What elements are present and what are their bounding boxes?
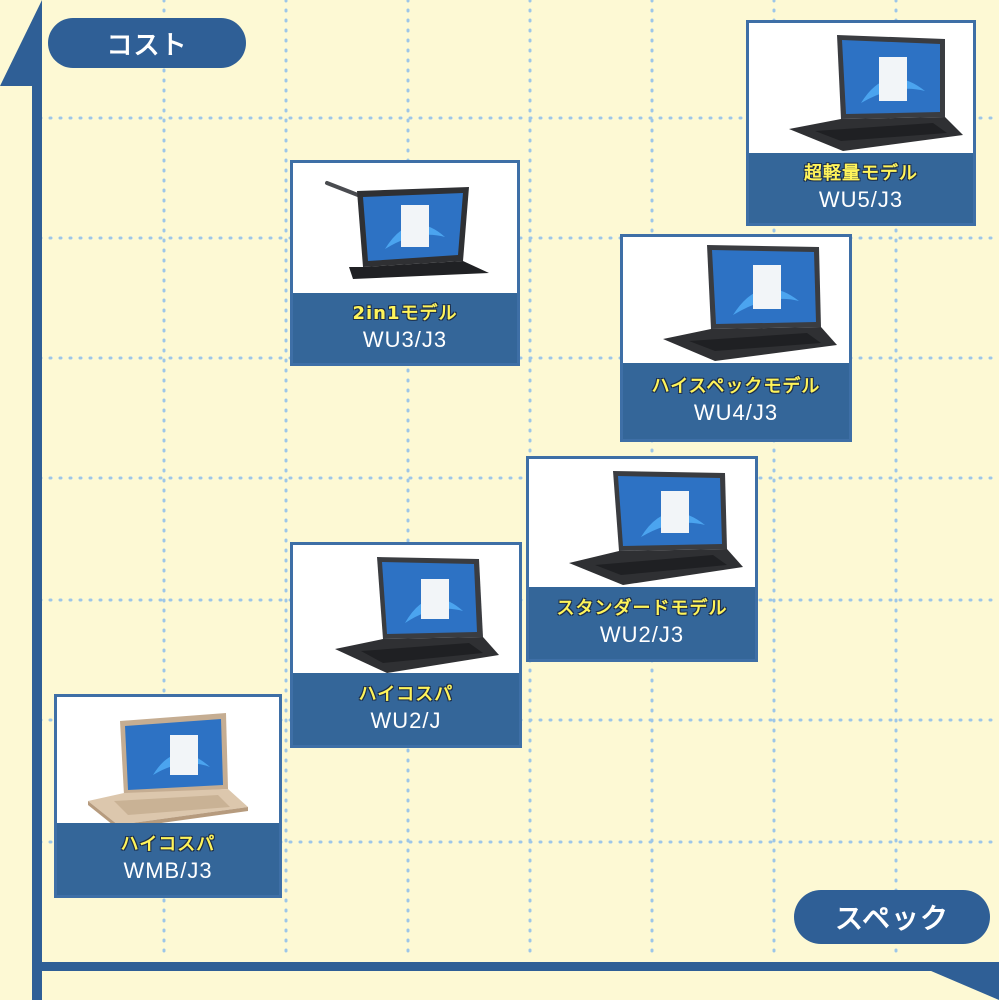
laptop-image: [293, 163, 517, 299]
laptop-black-icon: [335, 557, 499, 673]
laptop-image: [293, 545, 519, 679]
category-label: スタンダードモデル: [556, 598, 728, 619]
product-card-wmb-j3[interactable]: ハイコスパ WMB/J3: [54, 694, 282, 898]
model-name: WU3/J3: [362, 327, 448, 352]
category-label: 2in1モデル: [352, 303, 458, 324]
model-name: WMB/J3: [123, 858, 213, 883]
category-label: ハイコスパ: [358, 684, 454, 705]
product-card-wu3-j3[interactable]: 2in1モデル WU3/J3: [290, 160, 520, 366]
laptop-image: [623, 237, 849, 369]
category-label: ハイスペックモデル: [651, 376, 821, 397]
model-name: WU2/J: [370, 708, 442, 733]
category-label: ハイコスパ: [120, 834, 216, 855]
laptop-gold-icon: [88, 713, 248, 829]
laptop-black-icon: [789, 35, 963, 151]
laptop-black-icon: [663, 245, 837, 361]
y-axis-label: コスト: [48, 18, 246, 68]
model-name: WU5/J3: [818, 187, 904, 212]
x-axis-label: スペック: [794, 890, 990, 944]
laptop-image: [749, 23, 973, 157]
laptop-image: [529, 459, 755, 593]
laptop-2in1-icon: [325, 181, 489, 279]
product-card-wu5-j3[interactable]: 超軽量モデル WU5/J3: [746, 20, 976, 226]
model-name: WU2/J3: [599, 622, 685, 647]
laptop-image: [57, 697, 279, 829]
x-axis-label-text: スペック: [834, 902, 950, 935]
y-axis-label-text: コスト: [106, 30, 188, 61]
category-label: 超軽量モデル: [804, 163, 918, 184]
model-name: WU4/J3: [693, 400, 779, 425]
product-card-wu4-j3[interactable]: ハイスペックモデル WU4/J3: [620, 234, 852, 442]
laptop-black-icon: [569, 471, 743, 585]
product-card-wu2-j[interactable]: ハイコスパ WU2/J: [290, 542, 522, 748]
product-card-wu2-j3[interactable]: スタンダードモデル WU2/J3: [526, 456, 758, 662]
